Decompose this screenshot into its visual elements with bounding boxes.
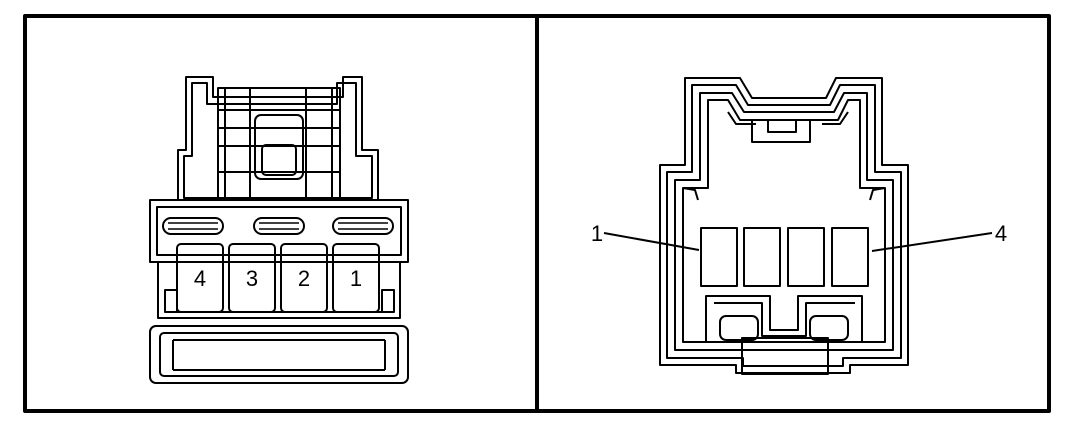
terminal-cavity-2	[743, 227, 781, 287]
slot-right	[332, 217, 394, 235]
latch-tower-inner-outline	[183, 82, 373, 199]
housing-outline	[659, 77, 909, 374]
pin-number-2: 2	[298, 266, 310, 291]
bottom-key-structure	[705, 295, 863, 343]
housing-inner-wall	[674, 92, 894, 351]
flange-outline	[149, 199, 409, 263]
terminal-cavity-3	[787, 227, 825, 287]
callout-label-1: 1	[591, 221, 603, 246]
pin-number-3: 3	[246, 266, 258, 291]
right-connector-view: 1 4	[591, 77, 1007, 375]
pin-cell-2	[280, 243, 328, 313]
pin-number-4: 4	[194, 266, 206, 291]
callout-leader-1	[603, 232, 700, 251]
slot-left	[162, 217, 224, 235]
slot-center	[253, 217, 305, 235]
pin-cell-3	[228, 243, 276, 313]
terminal-cavity-4	[831, 227, 869, 287]
pin-cell-1	[332, 243, 380, 313]
pin-cell-4	[176, 243, 224, 313]
bottom-latch	[741, 337, 829, 375]
callout-leader-4	[871, 232, 993, 252]
pin-body-outline	[157, 261, 401, 319]
callout-label-4: 4	[995, 221, 1007, 246]
terminal-cavity-1	[700, 227, 738, 287]
latch-tower-outline	[177, 76, 379, 201]
left-connector-view: 4 3 2 1	[149, 76, 409, 384]
pin-number-1: 1	[350, 266, 362, 291]
latch-grid-frame	[217, 87, 341, 199]
bottom-bar	[149, 325, 409, 384]
top-key-notch	[751, 119, 811, 143]
release-tab	[254, 114, 304, 180]
